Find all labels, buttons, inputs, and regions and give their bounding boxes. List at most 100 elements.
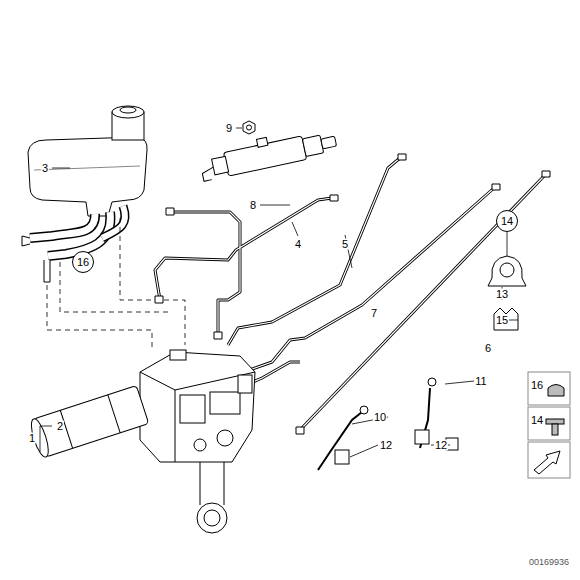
brake-lines	[155, 198, 332, 300]
callout-number: 16	[531, 379, 543, 391]
brake-lines	[155, 154, 550, 434]
hydraulic-unit	[28, 386, 149, 459]
pipe-clip	[494, 308, 518, 330]
brake-lines	[398, 154, 406, 160]
legend-boxes	[528, 372, 570, 405]
reservoir-hoses	[44, 260, 50, 282]
pipe-clamp	[500, 263, 514, 277]
hydraulic-unit	[60, 395, 120, 448]
brake-lines	[166, 208, 174, 215]
callout-number: 16	[77, 257, 89, 268]
reservoir	[34, 166, 140, 170]
reservoir	[120, 107, 136, 113]
reservoir-hoses	[102, 206, 125, 238]
part-legend-box: 14	[528, 407, 570, 440]
part-icons	[534, 451, 560, 474]
callout-number: 11	[474, 376, 487, 387]
wheel-sensors	[335, 450, 349, 464]
brake-lines	[300, 175, 545, 430]
leader-lines	[236, 128, 242, 129]
callout-circle: 16	[72, 251, 94, 273]
hydraulic-unit	[140, 372, 255, 462]
leader-lines	[260, 205, 290, 206]
hydraulic-unit	[200, 462, 224, 505]
leader-lines	[40, 426, 52, 452]
hydraulic-unit	[170, 350, 186, 360]
part-icons	[546, 419, 564, 424]
brake-lines	[170, 212, 240, 335]
hydraulic-unit	[34, 386, 149, 457]
reservoir-hoses	[30, 214, 95, 238]
part-icons	[552, 424, 558, 435]
reservoir-hoses	[30, 214, 95, 238]
legend-boxes	[528, 407, 570, 440]
wheel-sensors	[428, 378, 436, 386]
nut	[243, 121, 255, 134]
reservoir-hoses	[22, 206, 125, 282]
callout-number: 8	[249, 200, 257, 211]
hydraulic-unit	[180, 395, 205, 423]
reservoir	[28, 106, 147, 216]
reservoir	[28, 137, 147, 216]
callout-circle: 14	[496, 210, 518, 232]
hydraulic-unit	[28, 417, 52, 459]
hydraulic-unit	[197, 503, 227, 533]
reservoir-hoses	[22, 236, 30, 246]
callout-number: 4	[294, 239, 302, 250]
slave-cylinder	[212, 156, 229, 175]
hydraulic-unit	[210, 392, 240, 414]
pipe-clamp	[488, 256, 526, 286]
hydraulic-unit	[140, 352, 255, 462]
callout-number: 3	[41, 163, 49, 174]
pipe-clamp	[488, 256, 526, 286]
callout-number: 6	[484, 343, 492, 354]
legend-boxes	[528, 442, 570, 478]
hydraulic-unit	[238, 375, 252, 393]
brake-lines	[170, 212, 240, 335]
brake-lines	[244, 188, 494, 372]
brake-lines	[542, 171, 550, 177]
leader-lines	[445, 381, 474, 384]
leader-lines	[509, 320, 518, 321]
slave-cylinder	[223, 136, 306, 176]
callout-number: 9	[225, 123, 233, 134]
slave-cylinder	[321, 136, 337, 149]
slave-cylinder	[198, 123, 338, 181]
dashed-leaders	[120, 218, 185, 345]
hydraulic-unit	[204, 510, 220, 526]
nut	[243, 121, 255, 134]
callout-number: 5	[341, 239, 349, 250]
brake-lines	[228, 158, 400, 345]
hydraulic-unit	[217, 430, 233, 446]
callout-number: 13	[495, 289, 509, 300]
drawing-number: 00169936	[528, 558, 570, 567]
callout-number: 1	[28, 433, 36, 444]
wheel-sensors	[360, 406, 368, 414]
brake-lines	[214, 332, 222, 339]
leader-lines	[292, 222, 298, 236]
wheel-sensors	[318, 412, 362, 470]
hydraulic-unit	[194, 439, 206, 451]
wheel-sensors	[415, 430, 429, 444]
leader-lines	[52, 168, 70, 169]
reservoir	[112, 106, 144, 118]
slave-cylinder	[256, 137, 267, 147]
brake-lines	[228, 158, 400, 345]
callout-number: 2	[56, 421, 64, 432]
brake-lines	[155, 296, 163, 303]
slave-cylinder	[202, 167, 216, 181]
callout-number: 15	[495, 315, 509, 326]
dashed-leaders	[47, 285, 152, 350]
hydraulic-unit	[28, 350, 255, 533]
slave-cylinder	[302, 135, 323, 156]
leader-lines	[507, 232, 508, 256]
callout-number: 12	[434, 440, 448, 451]
brake-lines	[296, 427, 304, 434]
part-icons	[534, 385, 564, 475]
leader-lines	[40, 128, 518, 457]
pipe-clip	[494, 308, 518, 330]
callout-number: 14	[501, 216, 513, 227]
brake-lines	[300, 175, 545, 430]
part-legend-box: 16	[528, 372, 570, 405]
